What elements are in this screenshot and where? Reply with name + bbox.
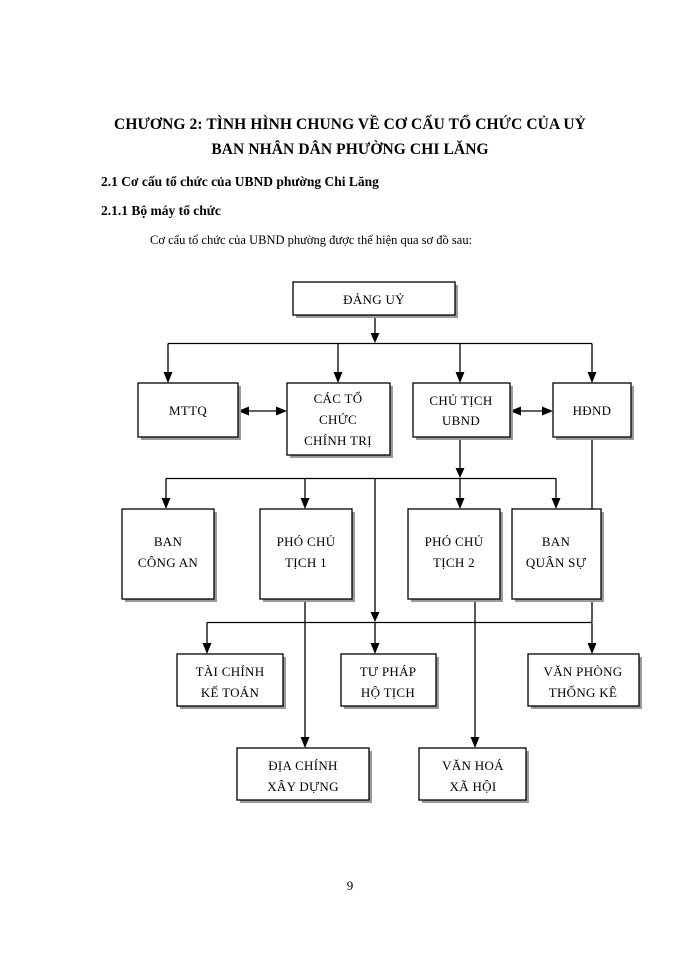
node-tai-chinh-ke-toan[interactable]: TÀI CHÍNH KẾ TOÁN (176, 653, 286, 709)
node-rect (407, 508, 501, 600)
arrowhead-vanphong (587, 643, 597, 654)
node-rect (527, 653, 640, 707)
arrowhead-diachinh (300, 737, 310, 748)
arrowhead-phochutich2 (455, 498, 465, 509)
arrowhead-hdnd (587, 372, 597, 383)
node-label-line-1: TÀI CHÍNH (196, 664, 265, 679)
node-label-line-1: TƯ PHÁP (360, 664, 417, 679)
node-hdnd[interactable]: HĐND (552, 382, 634, 440)
chapter-title: CHƯƠNG 2: TÌNH HÌNH CHUNG VỀ CƠ CẤU TỔ C… (100, 112, 600, 162)
section-heading-2-1: 2.1 Cơ cấu tổ chức của UBND phường Chi L… (101, 174, 379, 189)
node-tu-phap-ho-tich[interactable]: TƯ PHÁP HỘ TỊCH (340, 653, 439, 709)
node-rect (137, 382, 239, 438)
node-mttq[interactable]: MTTQ (137, 382, 241, 440)
node-rect (511, 508, 602, 600)
node-ban-cong-an[interactable]: BAN CÔNG AN (121, 508, 217, 602)
arrowhead-taichinh (202, 643, 212, 654)
arrowhead-chutich-down (455, 468, 465, 478)
node-rect (552, 382, 632, 438)
intro-paragraph: Cơ cấu tổ chức của UBND phường được thể … (150, 233, 473, 247)
node-label-line-1: BAN (154, 534, 183, 549)
node-van-hoa-xa-hoi[interactable]: VĂN HOÁ XÃ HỘI (418, 747, 529, 803)
arrowhead-cactochuc-right (276, 406, 287, 416)
node-label-line-1: PHÓ CHỦ (277, 534, 336, 549)
node-label-line-2: KẾ TOÁN (201, 685, 260, 700)
arrowhead-mttq-left (238, 406, 249, 416)
node-label-line-2: UBND (442, 413, 480, 428)
node-label-line-2: XÃ HỘI (450, 779, 497, 794)
node-label-line-1: VĂN HOÁ (442, 758, 504, 773)
arrowhead-banquansu (551, 498, 561, 509)
node-label-line-2: TỊCH 2 (433, 555, 475, 570)
node-label-line-2: CHỨC (319, 412, 357, 427)
node-rect (176, 653, 284, 707)
arrowhead-dangduy-down (370, 333, 380, 343)
node-rect (259, 508, 353, 600)
node-rect (292, 281, 456, 316)
node-label-line-2: THỐNG KÊ (549, 685, 617, 700)
node-label-line-3: CHÍNH TRỊ (304, 433, 372, 448)
node-van-phong-thong-ke[interactable]: VĂN PHÒNG THỐNG KÊ (527, 653, 642, 709)
node-label-line-2: CÔNG AN (138, 555, 199, 570)
node-label-line-2: QUÂN SỰ (526, 555, 587, 570)
node-label-line-1: VĂN PHÒNG (544, 664, 623, 679)
node-label-line-2: HỘ TỊCH (361, 685, 415, 700)
node-rect (286, 382, 391, 456)
node-label-line-1: PHÓ CHỦ (425, 534, 484, 549)
node-label-line-1: ĐỊA CHÍNH (268, 758, 338, 773)
node-label-line-2: XÂY DỰNG (267, 779, 339, 794)
node-label-line-1: BAN (542, 534, 571, 549)
node-dia-chinh-xay-dung[interactable]: ĐỊA CHÍNH XÂY DỰNG (236, 747, 372, 803)
node-label-line-2: TỊCH 1 (285, 555, 327, 570)
node-dang-uy[interactable]: ĐẢNG UỶ (292, 281, 458, 318)
node-label: HĐND (573, 403, 612, 418)
node-label-line-1: CHỦ TỊCH (429, 393, 492, 408)
connector-group (161, 317, 597, 748)
node-rect (236, 747, 370, 801)
node-pho-chu-tich-2[interactable]: PHÓ CHỦ TỊCH 2 (407, 508, 503, 602)
node-ban-quan-su[interactable]: BAN QUÂN SỰ (511, 508, 604, 602)
arrowhead-vanhoa (470, 737, 480, 748)
page-number: 9 (346, 878, 354, 893)
chapter-title-line-2: BAN NHÂN DÂN PHƯỜNG CHI LĂNG (211, 141, 489, 158)
node-label-line-1: CÁC TỔ (314, 391, 363, 406)
node-label: MTTQ (169, 403, 207, 418)
node-label: ĐẢNG UỶ (343, 292, 405, 307)
node-pho-chu-tich-1[interactable]: PHÓ CHỦ TỊCH 1 (259, 508, 355, 602)
chapter-title-line-1: CHƯƠNG 2: TÌNH HÌNH CHUNG VỀ CƠ CẤU TỔ C… (114, 116, 586, 133)
arrowhead-phochutich1 (300, 498, 310, 509)
arrowhead-tuphap (370, 643, 380, 654)
node-chu-tich-ubnd[interactable]: CHỦ TỊCH UBND (412, 382, 513, 440)
arrowhead-cactochuc (333, 372, 343, 383)
node-rect (121, 508, 215, 600)
arrowhead-mttq (163, 372, 173, 383)
node-rect (340, 653, 437, 707)
section-heading-2-1-1: 2.1.1 Bộ máy tổ chức (101, 203, 221, 218)
arrowhead-hdnd-right (542, 406, 553, 416)
arrowhead-chutich-left (510, 406, 521, 416)
node-rect (412, 382, 511, 438)
arrowhead-center-bus3 (370, 612, 380, 622)
node-cac-to-chuc-chinh-tri[interactable]: CÁC TỔ CHỨC CHÍNH TRỊ (286, 382, 393, 458)
arrowhead-chutich (455, 372, 465, 383)
arrowhead-bancongan (161, 498, 171, 509)
node-rect (418, 747, 527, 801)
